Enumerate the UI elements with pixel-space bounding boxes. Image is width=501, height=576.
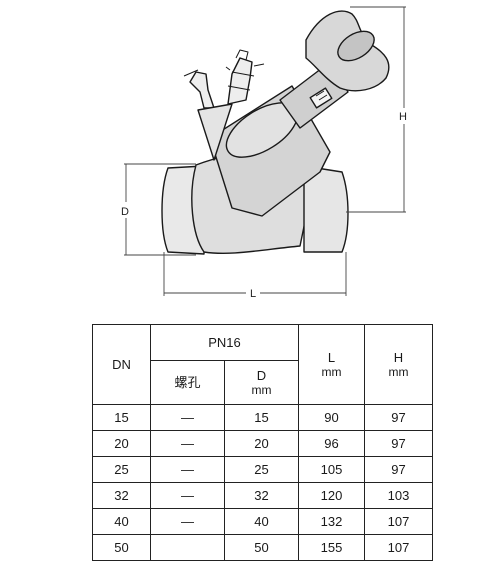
cell-dn: 25 — [92, 456, 151, 483]
header-h-unit: mm — [388, 364, 409, 379]
cell-l: 96 — [298, 430, 365, 457]
header-l-unit: mm — [321, 364, 342, 379]
cell-l: 132 — [298, 508, 365, 535]
header-h: H mm — [364, 324, 433, 405]
header-d-label: D — [256, 367, 267, 383]
cell-l: 90 — [298, 404, 365, 431]
cell-h: 97 — [364, 456, 433, 483]
cell-h: 103 — [364, 482, 433, 509]
dimension-label-d: D — [121, 206, 129, 218]
cell-d: 32 — [224, 482, 299, 509]
cell-h: 97 — [364, 404, 433, 431]
cell-l: 155 — [298, 534, 365, 561]
header-dn: DN — [92, 324, 151, 405]
header-h-label: H — [393, 349, 404, 365]
cell-h: 107 — [364, 508, 433, 535]
header-d: D mm — [224, 360, 299, 405]
table-row: 50 50 155 107 — [92, 534, 433, 561]
table-row: 25 — 25 105 97 — [92, 456, 433, 483]
cell-dn: 20 — [92, 430, 151, 457]
cell-dn: 40 — [92, 508, 151, 535]
valve-drawing: D L H — [121, 6, 407, 300]
cell-d: 40 — [224, 508, 299, 535]
dimension-lines — [124, 6, 406, 296]
cell-bolt-hole: — — [150, 404, 225, 431]
cell-d: 20 — [224, 430, 299, 457]
table-row: 32 — 32 120 103 — [92, 482, 433, 509]
cell-l: 105 — [298, 456, 365, 483]
cell-d: 25 — [224, 456, 299, 483]
cell-h: 107 — [364, 534, 433, 561]
valve-body — [161, 10, 390, 255]
table-row: 15 — 15 90 97 — [92, 404, 433, 431]
dimension-label-l: L — [250, 288, 256, 300]
dimension-label-h: H — [399, 111, 407, 123]
header-l: L mm — [298, 324, 365, 405]
cell-bolt-hole: — — [150, 430, 225, 457]
table-row: 40 — 40 132 107 — [92, 508, 433, 535]
cell-bolt-hole: — — [150, 456, 225, 483]
cell-dn: 15 — [92, 404, 151, 431]
cell-d: 15 — [224, 404, 299, 431]
header-pn16: PN16 — [150, 324, 299, 361]
header-d-unit: mm — [251, 382, 272, 397]
spec-table: DN PN16 L mm H mm 螺孔 D mm 15 — 15 90 97 … — [92, 324, 433, 561]
cell-h: 97 — [364, 430, 433, 457]
cell-l: 120 — [298, 482, 365, 509]
header-bolt-hole: 螺孔 — [150, 360, 225, 405]
cell-d: 50 — [224, 534, 299, 561]
cell-dn: 32 — [92, 482, 151, 509]
cell-bolt-hole — [150, 534, 225, 561]
cell-bolt-hole: — — [150, 508, 225, 535]
cell-bolt-hole: — — [150, 482, 225, 509]
cell-dn: 50 — [92, 534, 151, 561]
header-l-label: L — [327, 349, 336, 365]
table-row: 20 — 20 96 97 — [92, 430, 433, 457]
